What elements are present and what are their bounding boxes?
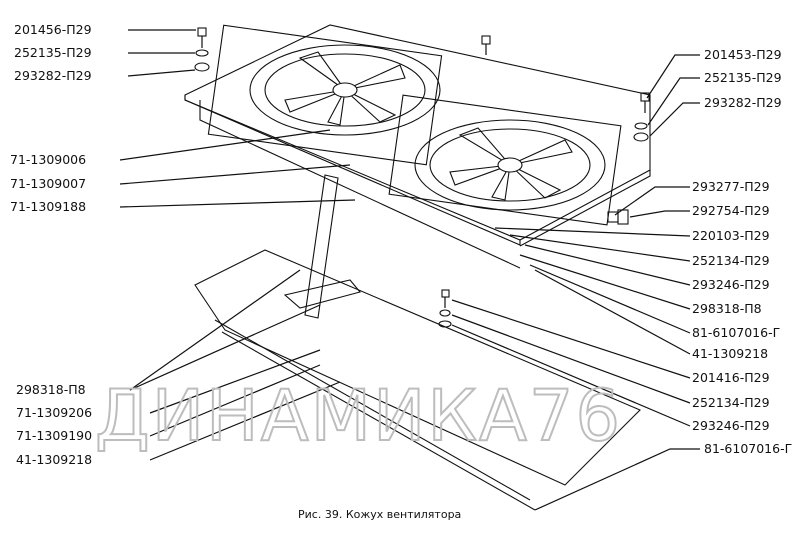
- bolt-top-right: [640, 92, 650, 113]
- left-fan-ring: [249, 44, 441, 136]
- label-right-1: 201453-П29: [704, 47, 782, 62]
- right-labels: 201453-П29 252135-П29 293282-П29 293277-…: [692, 47, 792, 456]
- label-left-5: 71-1309007: [10, 176, 86, 191]
- seal-strip-bottom: [221, 331, 536, 511]
- label-left-3: 293282-П29: [14, 68, 92, 83]
- label-left-7: 298318-П8: [16, 382, 86, 397]
- washer-top-left: [195, 49, 209, 57]
- label-right-14: 293246-П29: [692, 418, 770, 433]
- label-right-9: 298318-П8: [692, 301, 762, 316]
- support-strut: [304, 174, 339, 319]
- label-right-12: 201416-П29: [692, 370, 770, 385]
- spring-washer-panel: [438, 320, 452, 328]
- shroud-plate: [184, 24, 651, 241]
- label-right-4: 293277-П29: [692, 179, 770, 194]
- left-fan-ring-inner: [264, 53, 426, 127]
- bolt-panel: [441, 289, 450, 308]
- label-right-7: 252134-П29: [692, 253, 770, 268]
- label-left-8: 71-1309206: [16, 405, 92, 420]
- shroud-edge: [184, 95, 521, 246]
- label-right-8: 293246-П29: [692, 277, 770, 292]
- label-left-10: 41-1309218: [16, 452, 92, 467]
- left-fan-blades: [284, 51, 406, 126]
- figure-caption: Рис. 39. Кожух вентилятора: [298, 508, 461, 521]
- label-right-15: 81-6107016-Г: [704, 441, 792, 456]
- label-right-5: 292754-П29: [692, 203, 770, 218]
- leader-lines: [119, 29, 700, 511]
- plug-fitting: [607, 209, 629, 225]
- label-left-1: 201456-П29: [14, 22, 92, 37]
- label-left-2: 252135-П29: [14, 45, 92, 60]
- right-fan-ring: [414, 119, 606, 211]
- right-fan-ring-inner: [429, 128, 591, 202]
- bracket-plate: [283, 279, 361, 309]
- label-right-3: 293282-П29: [704, 95, 782, 110]
- label-right-6: 220103-П29: [692, 228, 770, 243]
- label-left-6: 71-1309188: [10, 199, 86, 214]
- right-fan-blades: [449, 127, 573, 201]
- label-right-13: 252134-П29: [692, 395, 770, 410]
- spring-washer-top-right: [633, 132, 649, 142]
- shroud-right-edge: [519, 170, 651, 247]
- label-left-4: 71-1309006: [10, 152, 86, 167]
- fan-shroud-assembly: [184, 24, 651, 511]
- watermark: ДИНАМИКА76: [95, 375, 622, 457]
- label-right-11: 41-1309218: [692, 346, 768, 361]
- label-right-10: 81-6107016-Г: [692, 325, 780, 340]
- bolt-top-left: [197, 27, 207, 48]
- seal-strip-top: [214, 319, 531, 501]
- shroud-lower-flange: [199, 100, 521, 269]
- label-right-2: 252135-П29: [704, 70, 782, 85]
- washer-top-right: [634, 122, 648, 130]
- left-labels: 201456-П29 252135-П29 293282-П29 71-1309…: [10, 22, 92, 467]
- left-fan-frame: [207, 24, 443, 166]
- washer-panel: [439, 309, 451, 317]
- bolt-top-middle: [481, 35, 491, 55]
- label-left-9: 71-1309190: [16, 428, 92, 443]
- spring-washer-top-left: [194, 62, 210, 72]
